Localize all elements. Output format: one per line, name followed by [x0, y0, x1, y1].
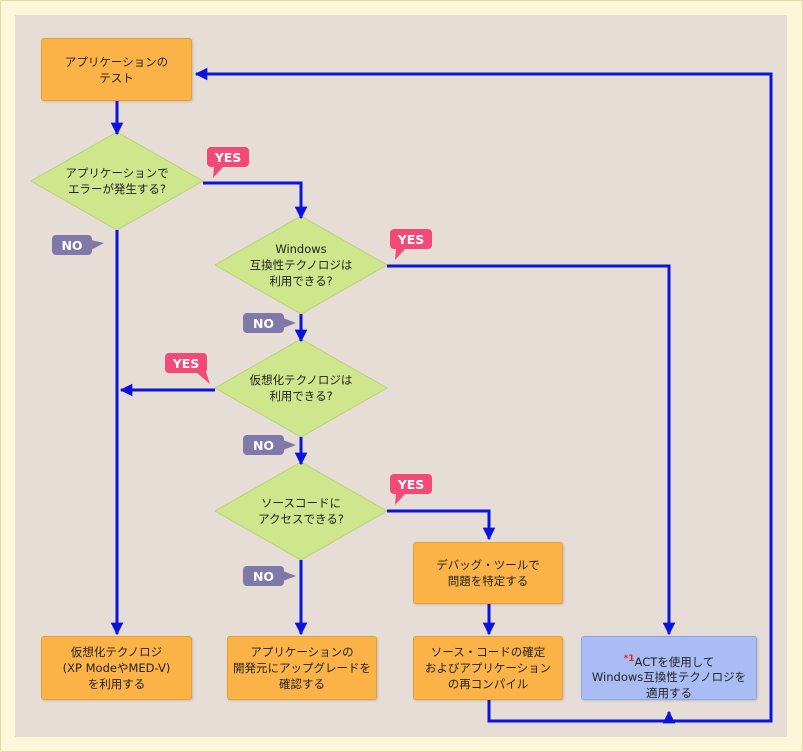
no-tag-tail-2 — [283, 318, 296, 328]
act-box-content: *1ACTを使用して Windows互換性テクノロジを 適用する — [592, 635, 746, 702]
virtual-question: 仮想化テクノロジは 利用できる? — [249, 373, 353, 403]
flowchart-canvas: アプリケーションの テスト デバッグ・ツールで 問題を特定する 仮想化テクノロジ… — [15, 15, 787, 737]
no-tag-tail-1 — [91, 240, 104, 250]
debug-box: デバッグ・ツールで 問題を特定する — [413, 542, 563, 604]
upgrade-box: アプリケーションの 開発元にアップグレードを 確認する — [227, 636, 377, 700]
source-question: ソースコードに アクセスできる? — [258, 496, 344, 526]
flowchart-graphics — [29, 67, 773, 724]
yes-tag-tail-3 — [196, 372, 210, 384]
yes-tag-virtual: YES — [165, 353, 207, 373]
yes-tag-tail-1 — [213, 166, 224, 178]
virtualize-box: 仮想化テクノロジ (XP ModeやMED-V) を利用する — [41, 636, 192, 700]
no-tag-tail-4 — [283, 571, 296, 581]
yes-tag-tail-4 — [395, 493, 406, 505]
act-label: ACTを使用して Windows互換性テクノロジを 適用する — [591, 654, 747, 701]
error-question: アプリケーションで エラーが発生する? — [65, 166, 169, 196]
act-box: *1ACTを使用して Windows互換性テクノロジを 適用する — [581, 636, 757, 700]
yes-tag-tail-2 — [395, 248, 406, 260]
no-tag-source: NO — [243, 566, 284, 586]
no-tag-compat: NO — [243, 313, 284, 333]
compat-question: Windows 互換性テクノロジは 利用できる? — [249, 242, 353, 288]
yes-tag-compat: YES — [390, 229, 432, 249]
no-tag-virtual: NO — [243, 435, 284, 455]
yes-tag-source: YES — [390, 474, 432, 494]
act-note-marker: *1 — [623, 653, 635, 664]
arrow-error-yes — [203, 181, 308, 220]
yes-tag-error: YES — [207, 147, 249, 167]
recompile-box: ソース・コードの確定 およびアプリケーション の再コンパイル — [413, 636, 563, 700]
arrow-recompile-merge — [487, 700, 676, 724]
arrow-compat-yes — [387, 264, 676, 636]
start-box: アプリケーションの テスト — [41, 38, 192, 101]
no-tag-tail-3 — [283, 440, 296, 450]
arrow-source-yes — [387, 509, 496, 541]
no-tag-error: NO — [52, 235, 92, 255]
arrow-loop-back — [194, 67, 773, 723]
